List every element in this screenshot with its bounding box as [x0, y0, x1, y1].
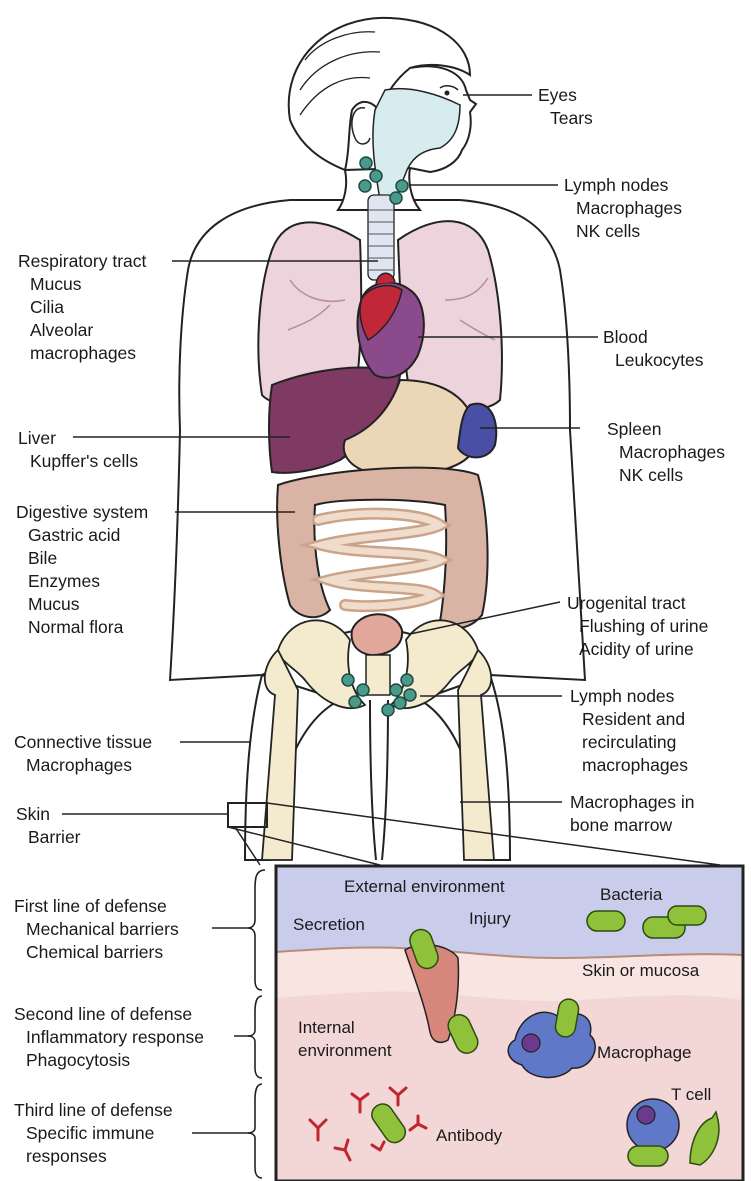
label-respiratory-tract: Respiratory tract Mucus Cilia Alveolar m…	[18, 250, 146, 365]
label-title: Connective tissue	[14, 731, 152, 754]
label-item: Leukocytes	[603, 349, 704, 372]
label-item: Cilia	[18, 296, 146, 319]
label-item: Macrophages	[564, 197, 682, 220]
label-item: Tears	[538, 107, 593, 130]
label-connective-tissue: Connective tissue Macrophages	[14, 731, 152, 777]
label-item: Phagocytosis	[14, 1049, 204, 1072]
label-item: Resident and	[570, 708, 688, 731]
label-skin: Skin Barrier	[16, 803, 81, 849]
label-item: Gastric acid	[16, 524, 148, 547]
panel-external-environment: External environment	[344, 877, 505, 897]
label-item: macrophages	[570, 754, 688, 777]
label-title: Eyes	[538, 84, 593, 107]
panel-bacteria: Bacteria	[600, 885, 662, 905]
panel-injury: Injury	[469, 909, 511, 929]
label-title: Digestive system	[16, 501, 148, 524]
label-item: bone marrow	[570, 814, 695, 837]
bladder	[352, 614, 403, 655]
label-item: Enzymes	[16, 570, 148, 593]
label-item: Mechanical barriers	[14, 918, 179, 941]
label-item: Specific immune	[14, 1122, 173, 1145]
label-title: Lymph nodes	[570, 685, 688, 708]
label-first-line: First line of defense Mechanical barrier…	[14, 895, 179, 964]
panel-internal-line: Internal	[298, 1016, 392, 1039]
label-title: Urogenital tract	[567, 592, 708, 615]
label-item: Mucus	[18, 273, 146, 296]
label-item: recirculating	[570, 731, 688, 754]
label-spleen: Spleen Macrophages NK cells	[607, 418, 725, 487]
label-third-line: Third line of defense Specific immune re…	[14, 1099, 173, 1168]
panel-skin-mucosa: Skin or mucosa	[582, 961, 699, 981]
label-blood: Blood Leukocytes	[603, 326, 704, 372]
label-item: Normal flora	[16, 616, 148, 639]
label-title: Liver	[18, 427, 138, 450]
label-title: Macrophages in	[570, 791, 695, 814]
label-item: NK cells	[564, 220, 682, 243]
panel-antibody: Antibody	[436, 1126, 502, 1146]
panel-internal-line: environment	[298, 1039, 392, 1062]
label-eyes: Eyes Tears	[538, 84, 593, 130]
label-bone-marrow: Macrophages in bone marrow	[570, 791, 695, 837]
label-item: Barrier	[16, 826, 81, 849]
label-item: responses	[14, 1145, 173, 1168]
panel-internal-environment: Internal environment	[298, 1016, 392, 1062]
label-item: Acidity of urine	[567, 638, 708, 661]
label-digestive-system: Digestive system Gastric acid Bile Enzym…	[16, 501, 148, 639]
label-item: Flushing of urine	[567, 615, 708, 638]
label-item: macrophages	[18, 342, 146, 365]
label-title: Third line of defense	[14, 1099, 173, 1122]
panel-t-cell: T cell	[671, 1085, 711, 1105]
label-liver: Liver Kupffer's cells	[18, 427, 138, 473]
label-item: Inflammatory response	[14, 1026, 204, 1049]
label-item: Mucus	[16, 593, 148, 616]
panel-macrophage: Macrophage	[597, 1043, 692, 1063]
label-lymph-nodes-lower: Lymph nodes Resident and recirculating m…	[570, 685, 688, 777]
label-lymph-nodes-upper: Lymph nodes Macrophages NK cells	[564, 174, 682, 243]
label-urogenital-tract: Urogenital tract Flushing of urine Acidi…	[567, 592, 708, 661]
label-title: First line of defense	[14, 895, 179, 918]
label-item: Bile	[16, 547, 148, 570]
label-item: NK cells	[607, 464, 725, 487]
label-title: Skin	[16, 803, 81, 826]
label-item: Kupffer's cells	[18, 450, 138, 473]
label-title: Spleen	[607, 418, 725, 441]
label-title: Respiratory tract	[18, 250, 146, 273]
label-second-line: Second line of defense Inflammatory resp…	[14, 1003, 204, 1072]
label-title: Blood	[603, 326, 704, 349]
label-item: Chemical barriers	[14, 941, 179, 964]
panel-secretion: Secretion	[293, 915, 365, 935]
label-item: Macrophages	[14, 754, 152, 777]
label-item: Alveolar	[18, 319, 146, 342]
trachea	[368, 195, 394, 280]
label-title: Lymph nodes	[564, 174, 682, 197]
defense-braces	[248, 870, 265, 1178]
label-title: Second line of defense	[14, 1003, 204, 1026]
skeleton	[262, 620, 494, 860]
label-item: Macrophages	[607, 441, 725, 464]
